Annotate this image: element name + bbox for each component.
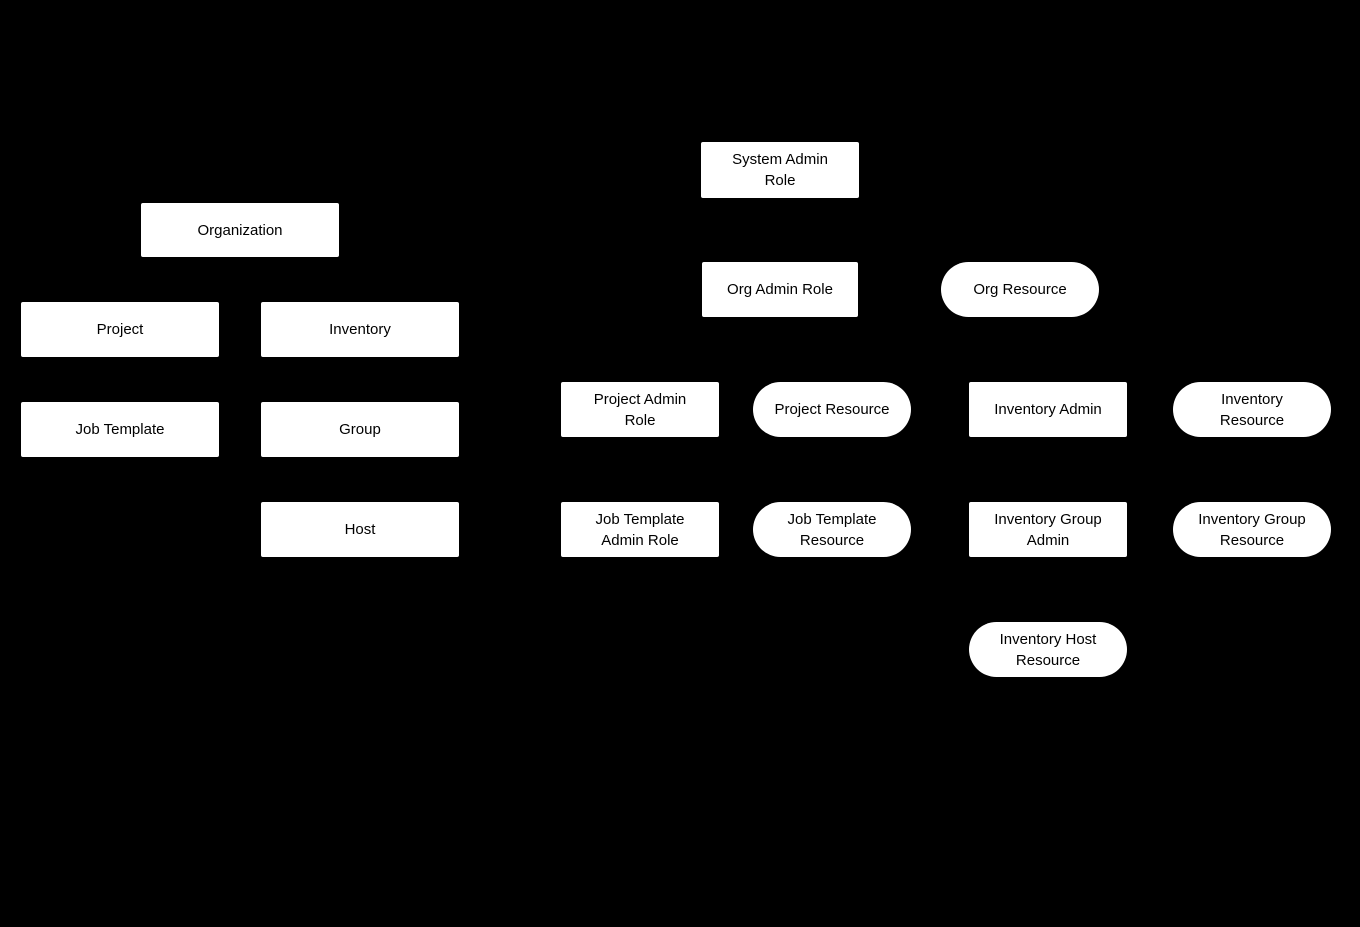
node-label: Job Template xyxy=(75,421,165,438)
node-inventory-host-resource: Inventory Host Resource xyxy=(969,622,1127,677)
node-label: Inventory xyxy=(329,321,391,338)
node-project-resource: Project Resource xyxy=(753,382,911,437)
node-system-admin-role: System Admin Role xyxy=(701,142,859,198)
node-org-resource: Org Resource xyxy=(941,262,1099,317)
node-job-template: Job Template xyxy=(21,402,219,457)
node-label: Inventory Resource xyxy=(1219,390,1285,429)
node-inventory-admin: Inventory Admin xyxy=(969,382,1127,437)
node-label: Job Template Resource xyxy=(787,510,877,549)
node-inventory-resource: Inventory Resource xyxy=(1173,382,1331,437)
node-group: Group xyxy=(261,402,459,457)
node-organization: Organization xyxy=(141,203,339,257)
node-label: Org Admin Role xyxy=(727,281,833,298)
node-label: Project xyxy=(96,321,144,338)
node-label: Group xyxy=(339,421,381,438)
node-host: Host xyxy=(261,502,459,557)
node-inventory: Inventory xyxy=(261,302,459,357)
node-project: Project xyxy=(21,302,219,357)
node-label: Inventory Host Resource xyxy=(999,630,1097,669)
node-label: Host xyxy=(344,521,376,538)
node-label: Inventory Group Admin xyxy=(994,510,1102,549)
node-inventory-group-admin: Inventory Group Admin xyxy=(969,502,1127,557)
node-org-admin-role: Org Admin Role xyxy=(702,262,858,317)
node-label: Inventory Admin xyxy=(994,401,1102,418)
node-inventory-group-resource: Inventory Group Resource xyxy=(1173,502,1331,557)
node-label: System Admin Role xyxy=(732,151,828,189)
node-job-template-admin-role: Job Template Admin Role xyxy=(561,502,719,557)
node-label: Project Resource xyxy=(774,401,890,418)
node-project-admin-role: Project Admin Role xyxy=(561,382,719,437)
node-label: Job Template Admin Role xyxy=(595,510,685,549)
node-label: Project Admin Role xyxy=(593,390,687,429)
node-job-template-resource: Job Template Resource xyxy=(753,502,911,557)
node-label: Org Resource xyxy=(973,281,1067,298)
node-label: Organization xyxy=(197,221,283,239)
node-label: Inventory Group Resource xyxy=(1198,510,1306,549)
